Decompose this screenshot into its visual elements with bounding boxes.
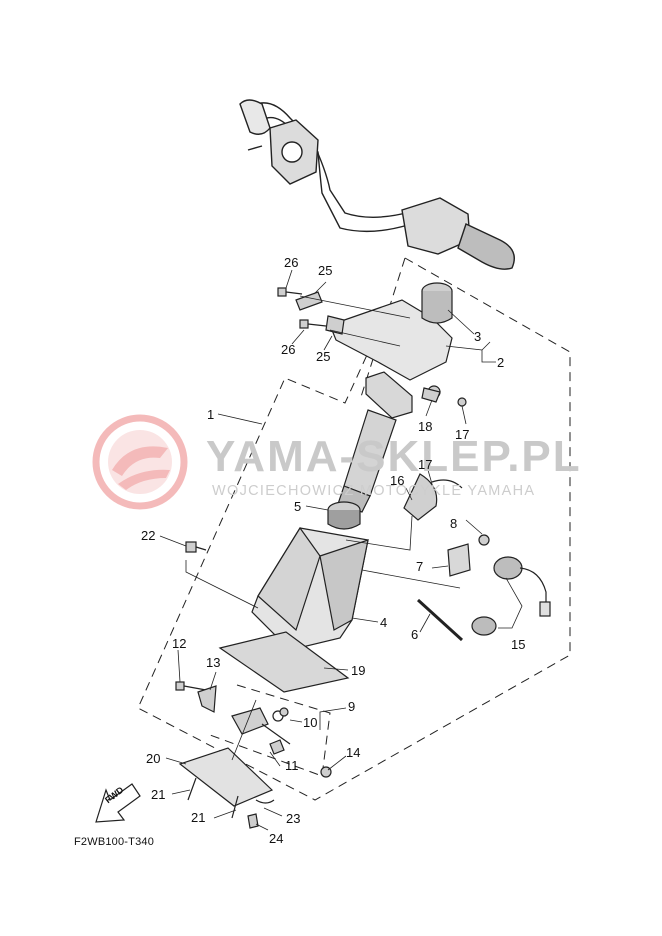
side-parts: [403, 473, 551, 642]
callout-1: 1: [207, 407, 215, 422]
watermark-subtitle: WOJCIECHOWICZ MOTOCYKLE YAMAHA: [212, 483, 536, 499]
callout-26: 26: [284, 255, 299, 270]
callout-19: 19: [351, 663, 366, 678]
base-plate: [178, 747, 274, 807]
callout-25: 25: [316, 349, 331, 364]
watermark-logo: [92, 414, 188, 510]
bearing: [327, 501, 361, 530]
callout-10: 10: [303, 715, 318, 730]
gasket: [218, 631, 350, 693]
callout-23: 23: [286, 811, 301, 826]
callout-7: 7: [416, 559, 424, 574]
callout-15: 15: [511, 637, 526, 652]
diagram-code: F2WB100-T340: [74, 836, 155, 848]
callout-14: 14: [346, 745, 361, 760]
steering-bracket: [329, 282, 453, 419]
callout-21: 21: [191, 810, 206, 825]
trim-sensor: [231, 707, 291, 745]
callout-12: 12: [172, 636, 187, 651]
watermark-title: YAMA-SKLEP.PL: [206, 432, 582, 481]
fwd-arrow-icon: [95, 783, 141, 823]
callout-26: 26: [281, 342, 296, 357]
callout-2: 2: [497, 355, 505, 370]
callout-13: 13: [206, 655, 221, 670]
column-housing: [251, 526, 369, 651]
handlebar: [239, 99, 515, 270]
callout-17: 17: [455, 427, 470, 442]
callout-22: 22: [141, 528, 156, 543]
callout-24: 24: [269, 831, 284, 846]
callout-25: 25: [318, 263, 333, 278]
callout-4: 4: [380, 615, 388, 630]
callout-11: 11: [285, 758, 299, 773]
callout-9: 9: [348, 699, 356, 714]
callout-17: 17: [418, 457, 433, 472]
leader-lines: [159, 269, 523, 831]
callout-20: 20: [146, 751, 161, 766]
callout-16: 16: [390, 473, 405, 488]
callout-8: 8: [450, 516, 458, 531]
callout-18: 18: [418, 419, 433, 434]
callout-5: 5: [294, 499, 302, 514]
callout-3: 3: [474, 329, 482, 344]
callout-21: 21: [151, 787, 166, 802]
callout-6: 6: [411, 627, 419, 642]
